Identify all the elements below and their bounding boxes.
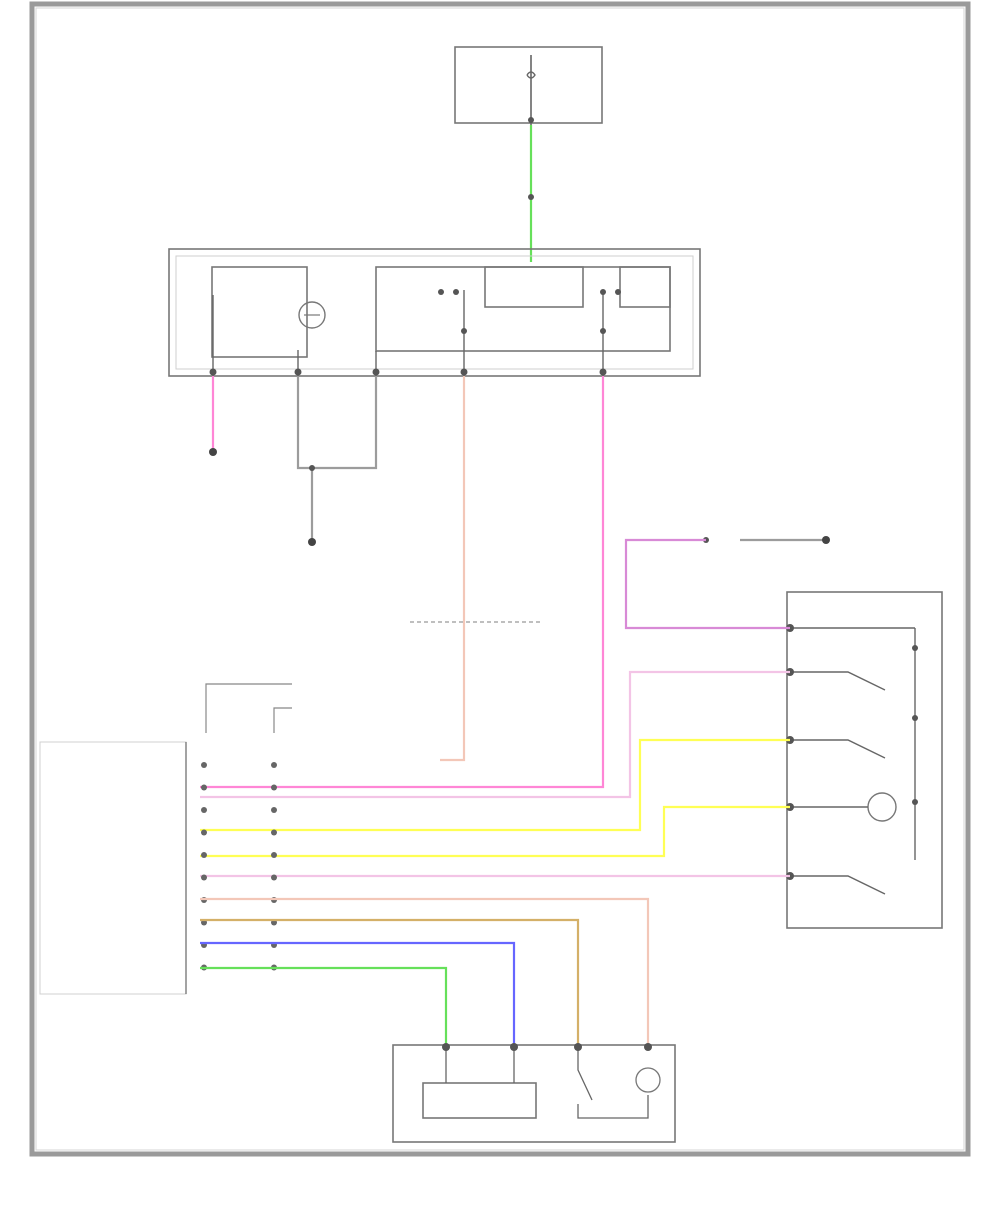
module-pin-dot <box>271 807 277 813</box>
control-module <box>39 741 187 995</box>
wire-blue <box>200 941 516 1045</box>
wire-pink-main <box>200 376 605 789</box>
wire-yellow-2 <box>200 805 790 858</box>
ground-icon <box>209 448 217 456</box>
fuse-block <box>454 46 603 125</box>
module-pin-dot <box>201 807 207 813</box>
wire-peach-2 <box>200 897 650 1045</box>
wire-gray-2 <box>312 376 378 470</box>
module-pin-dot <box>271 829 277 836</box>
module-pin-dot <box>201 874 207 881</box>
module-pin-dot <box>201 762 207 768</box>
module-pin-dot <box>201 784 207 791</box>
lamp-icon <box>635 1067 661 1093</box>
multifunction-switch <box>168 248 701 377</box>
module-rows <box>201 762 277 971</box>
wire-yellow-1 <box>200 738 790 832</box>
module-pin-dot <box>201 852 207 858</box>
wire-violet <box>624 538 790 630</box>
wire-tan <box>200 918 580 1045</box>
module-pin-dot <box>271 762 277 768</box>
module-pin-dot <box>271 784 277 791</box>
diagram-frame-inner <box>35 7 965 1151</box>
wire-gray-1 <box>296 376 314 540</box>
splice-dot <box>528 194 534 200</box>
wire-peach <box>440 376 466 762</box>
wire-lightpink <box>200 670 790 799</box>
lamp-icon <box>298 301 326 329</box>
connector-icon <box>308 538 316 546</box>
right-switch <box>786 591 943 929</box>
legend-line-early <box>205 683 292 733</box>
bottom-switch <box>392 1043 676 1143</box>
ground-icon <box>822 536 830 544</box>
module-pin-dot <box>201 829 207 836</box>
module-pin-dot <box>271 852 277 858</box>
wire-green <box>200 966 448 1045</box>
module-pin-dot <box>271 874 277 881</box>
legend-line-late <box>273 707 292 733</box>
diagram-frame <box>29 1 971 1157</box>
splice-dot <box>309 465 315 471</box>
lamp-icon <box>867 792 897 822</box>
